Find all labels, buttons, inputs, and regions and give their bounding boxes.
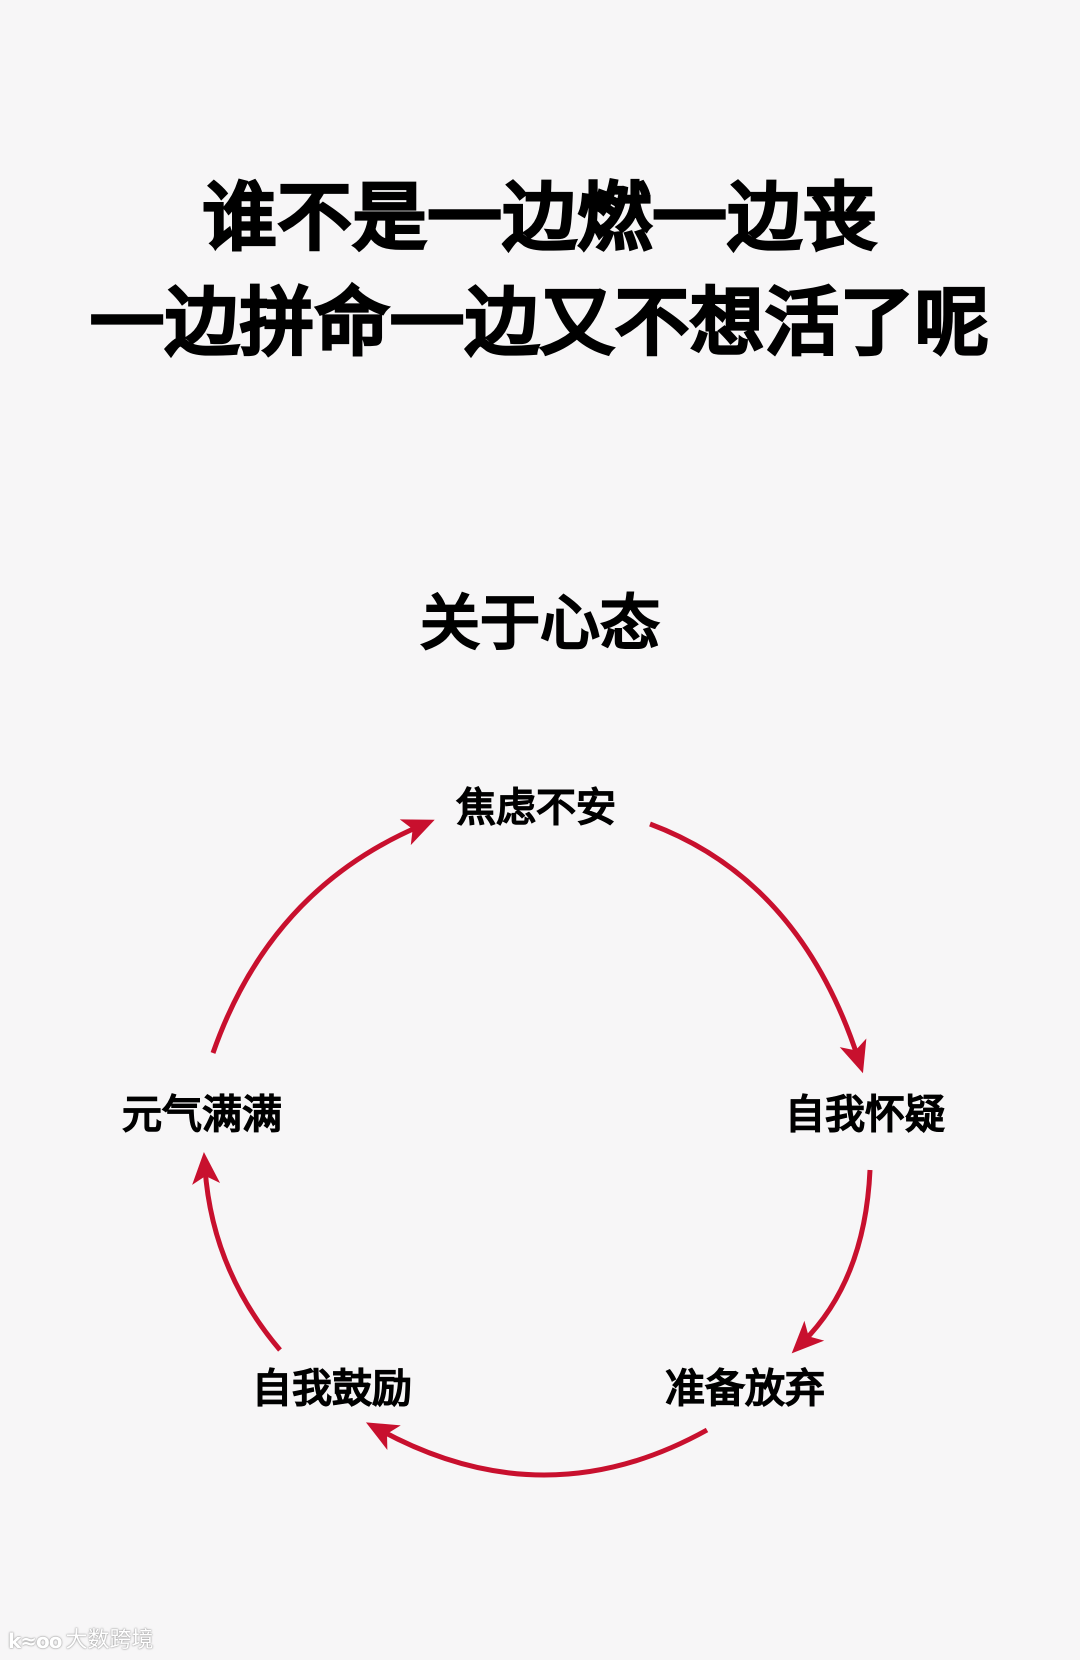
diagram-subtitle: 关于心态 bbox=[420, 589, 661, 659]
cycle-label-1: 焦虑不安 bbox=[456, 785, 617, 831]
arrow-top-left bbox=[210, 819, 435, 1054]
cycle-label-4: 自我鼓励 bbox=[252, 1366, 413, 1412]
arrow-bottom bbox=[365, 1422, 709, 1478]
cycle-label-2: 自我怀疑 bbox=[785, 1092, 946, 1138]
cycle-label-5: 元气满满 bbox=[122, 1092, 283, 1138]
title-line-2: 一边拼命一边又不想活了呢 bbox=[89, 280, 990, 366]
watermark: k≈oo 大数跨境 bbox=[8, 1628, 154, 1654]
title-line-1: 谁不是一边燃一边丧 bbox=[202, 175, 878, 261]
arrow-top-right bbox=[649, 821, 867, 1074]
watermark-logo-icon: k≈oo bbox=[8, 1629, 63, 1653]
cycle-label-3: 准备放弃 bbox=[665, 1366, 826, 1412]
arrow-left bbox=[192, 1152, 282, 1352]
arrow-right bbox=[791, 1169, 873, 1354]
watermark-text: 大数跨境 bbox=[65, 1628, 154, 1653]
